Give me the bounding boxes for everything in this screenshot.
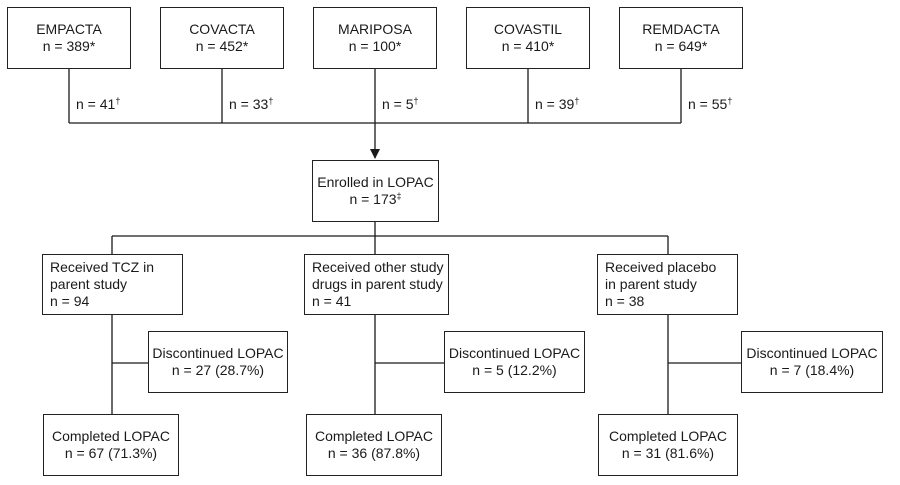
enrolled-label: Enrolled in LOPAC <box>317 174 434 190</box>
contrib-label-empacta: n = 41† <box>76 96 121 112</box>
completed-box-tcz: Completed LOPAC n = 67 (71.3%) <box>43 414 179 476</box>
completed-box-other-drugs: Completed LOPAC n = 36 (87.8%) <box>306 414 442 476</box>
study-count: n = 649* <box>654 38 708 54</box>
study-count: n = 452* <box>195 38 249 54</box>
study-box-covacta: COVACTA n = 452* <box>160 7 284 69</box>
study-name: COVACTA <box>189 21 255 37</box>
completed-count: n = 36 (87.8%) <box>327 445 421 461</box>
discontinued-count: n = 5 (12.2%) <box>472 362 557 378</box>
arm-label-line2: drugs in parent study <box>312 276 443 292</box>
arm-box-tcz: Received TCZ in parent study n = 94 <box>42 254 183 315</box>
contrib-label-remdacta: n = 55† <box>688 96 733 112</box>
study-box-empacta: EMPACTA n = 389* <box>7 7 131 69</box>
discontinued-count: n = 27 (28.7%) <box>171 362 265 378</box>
completed-label: Completed LOPAC <box>314 428 433 444</box>
enrolled-count: n = 173‡ <box>349 191 402 207</box>
contrib-label-mariposa: n = 5† <box>382 96 419 112</box>
study-name: EMPACTA <box>36 21 102 37</box>
arm-label-line1: Received TCZ in <box>50 259 155 275</box>
study-box-mariposa: MARIPOSA n = 100* <box>313 7 437 69</box>
study-name: REMDACTA <box>642 21 720 37</box>
arm-count: n = 41 <box>312 293 352 309</box>
discontinued-box-placebo: Discontinued LOPAC n = 7 (18.4%) <box>741 331 883 393</box>
study-count: n = 100* <box>348 38 402 54</box>
arm-box-other-drugs: Received other study drugs in parent stu… <box>304 254 449 315</box>
completed-box-placebo: Completed LOPAC n = 31 (81.6%) <box>598 414 738 476</box>
completed-count: n = 67 (71.3%) <box>64 445 158 461</box>
study-count: n = 389* <box>42 38 96 54</box>
contrib-label-covastil: n = 39† <box>535 96 580 112</box>
discontinued-count: n = 7 (18.4%) <box>769 362 855 378</box>
completed-label: Completed LOPAC <box>51 428 170 444</box>
discontinued-box-tcz: Discontinued LOPAC n = 27 (28.7%) <box>148 331 288 393</box>
completed-count: n = 31 (81.6%) <box>621 445 715 461</box>
study-box-covastil: COVASTIL n = 410* <box>466 7 590 69</box>
discontinued-label: Discontinued LOPAC <box>152 345 284 361</box>
arm-label-line1: Received placebo <box>605 259 717 275</box>
discontinued-label: Discontinued LOPAC <box>746 345 878 361</box>
discontinued-label: Discontinued LOPAC <box>448 345 581 361</box>
study-box-remdacta: REMDACTA n = 649* <box>619 7 743 69</box>
discontinued-box-other-drugs: Discontinued LOPAC n = 5 (12.2%) <box>444 331 585 393</box>
study-name: MARIPOSA <box>338 21 412 37</box>
arm-label-line2: parent study <box>50 276 128 292</box>
enrolled-lopac-box: Enrolled in LOPAC n = 173‡ <box>312 160 439 222</box>
completed-label: Completed LOPAC <box>608 428 727 444</box>
study-count: n = 410* <box>501 38 555 54</box>
arm-label-line1: Received other study <box>312 259 444 275</box>
study-name: COVASTIL <box>493 21 563 37</box>
arm-box-placebo: Received placebo in parent study n = 38 <box>597 254 738 315</box>
arm-count: n = 94 <box>50 293 90 309</box>
arm-label-line2: in parent study <box>605 276 697 292</box>
contrib-label-covacta: n = 33† <box>229 96 274 112</box>
arm-count: n = 38 <box>605 293 645 309</box>
